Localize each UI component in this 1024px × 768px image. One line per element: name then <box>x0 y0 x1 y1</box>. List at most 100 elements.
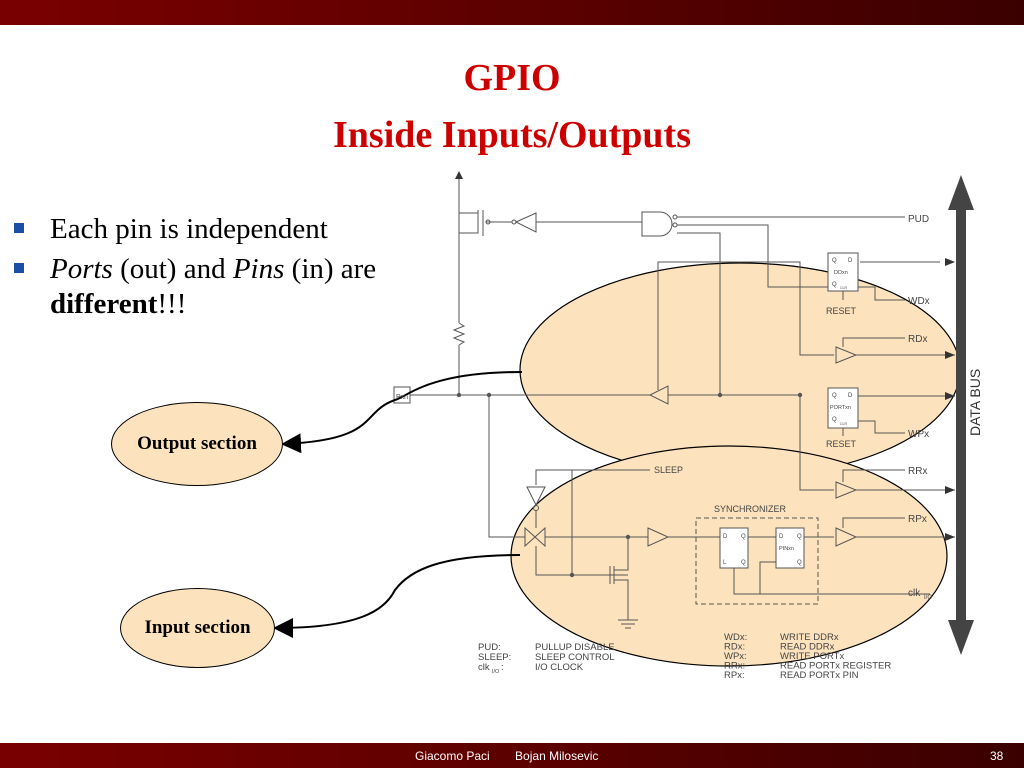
output-section-callout: Output section <box>111 402 283 486</box>
bullet-text-run: !!! <box>157 288 187 320</box>
pullup-line <box>458 210 479 395</box>
bullet-text-run: Each pin is independent <box>50 213 328 245</box>
junction <box>797 392 803 398</box>
output-buffer <box>648 385 669 405</box>
portxn-reset: RESET <box>826 439 857 449</box>
legend-value: SLEEP CONTROL <box>535 652 615 663</box>
legend-value: READ PORTx REGISTER <box>780 661 891 672</box>
pinxn-qbar: Q <box>797 560 802 566</box>
latch-d: D <box>723 534 728 540</box>
legend-key: WDx: <box>724 632 747 643</box>
ddxn-in <box>858 261 940 301</box>
sleep-line <box>535 469 650 485</box>
buf-enable <box>657 261 834 390</box>
and-gate <box>641 211 673 237</box>
sync-latch <box>719 527 749 569</box>
wdx-label: WDx <box>908 296 930 307</box>
latch-q: Q <box>741 534 746 540</box>
portxn-in <box>858 395 955 434</box>
portxn-clr: CLR <box>840 422 847 426</box>
portxn-d: D <box>848 393 853 399</box>
and-in-port <box>677 232 721 395</box>
junction <box>717 392 723 398</box>
pinxn-q: Q <box>797 534 802 540</box>
legend-value: WRITE DDRx <box>780 632 839 643</box>
legend-key: SLEEP: <box>478 652 511 663</box>
bus-tap <box>945 486 955 494</box>
rpx-line <box>842 517 955 538</box>
ddxn-reset: RESET <box>826 306 857 316</box>
legend-key: RDx: <box>724 642 745 653</box>
bullet-text-run: Pins <box>232 253 285 285</box>
latch-l: L <box>723 560 727 566</box>
portxn-q: Q <box>832 393 837 399</box>
legend-key-sub: I/O <box>492 669 500 675</box>
clk-label: clk <box>908 588 921 599</box>
rdx-line <box>842 337 955 356</box>
legend-value: I/O CLOCK <box>535 662 584 673</box>
bubble <box>485 219 491 225</box>
inverter <box>514 212 537 233</box>
data-bus <box>948 175 974 655</box>
synchronizer-label: SYNCHRONIZER <box>714 504 787 514</box>
portxn-name: PORTxn <box>830 405 851 411</box>
pud-label: PUD <box>908 214 929 225</box>
legend-key-suffix: : <box>501 662 504 673</box>
portxn-fb <box>799 395 834 491</box>
bus-tap <box>945 351 955 359</box>
legend-key: RPx: <box>724 670 745 681</box>
legend-value: READ DDRx <box>780 642 835 653</box>
sync-link <box>733 536 930 595</box>
rdx-buffer <box>835 346 858 364</box>
legend-key: WPx: <box>724 651 747 662</box>
sleep-label: SLEEP <box>654 465 683 475</box>
ddxn-qbar: Q <box>832 282 837 288</box>
rpx-label: RPx <box>908 514 927 525</box>
and-in-ddr <box>677 224 860 288</box>
data-bus-label: DATA BUS <box>967 369 983 436</box>
footer-author-1: Giacomo Paci <box>415 749 490 763</box>
pinxn-d: D <box>779 534 784 540</box>
sleep-buffer <box>526 486 546 507</box>
output-section-highlight <box>519 262 961 478</box>
pinxn-name: PINxn <box>779 546 794 552</box>
bubble <box>672 214 678 220</box>
junction <box>625 534 631 540</box>
ddxn-name: DDxn <box>834 270 848 276</box>
slide-title: GPIO <box>463 57 561 99</box>
legend-value: WRITE PORTx <box>780 651 844 662</box>
transmission-gate <box>524 526 546 548</box>
latch-qbar: Q <box>741 560 746 566</box>
bullet-text-run: (in) are <box>284 253 377 285</box>
ddxn-d: D <box>848 258 853 264</box>
portxn-ff <box>827 387 859 429</box>
page-number: 38 <box>990 749 1004 763</box>
legend-key: clk <box>478 662 490 673</box>
wpx-label: WPx <box>908 429 929 440</box>
bus-tap <box>945 533 955 541</box>
legend-key: RRx: <box>724 661 745 672</box>
bullet-text-run: different <box>50 288 158 320</box>
bubble <box>672 222 678 228</box>
legend-value: PULLUP DISABLE <box>535 642 615 653</box>
pinxn-ff <box>775 527 805 569</box>
ddxn-clr: CLR <box>840 286 847 290</box>
input-section-callout: Input section <box>120 588 275 668</box>
rrx-buffer <box>835 481 858 499</box>
bus-tap <box>945 392 955 400</box>
bullet-text-run: Ports <box>50 253 113 285</box>
rdx-label: RDx <box>908 334 927 345</box>
top-bar <box>0 0 1024 25</box>
rrx-label: RRx <box>908 466 927 477</box>
pin-label: Pxn <box>396 394 408 401</box>
rpx-buffer <box>835 527 858 547</box>
ddxn-q: Q <box>832 258 837 264</box>
bullet-text-run: (out) and <box>112 253 233 285</box>
footer-author-2: Bojan Milosevic <box>515 749 599 763</box>
bullet-marker-icon <box>14 263 24 273</box>
junction <box>569 572 575 578</box>
output-arrow <box>281 371 523 454</box>
junction <box>486 392 492 398</box>
